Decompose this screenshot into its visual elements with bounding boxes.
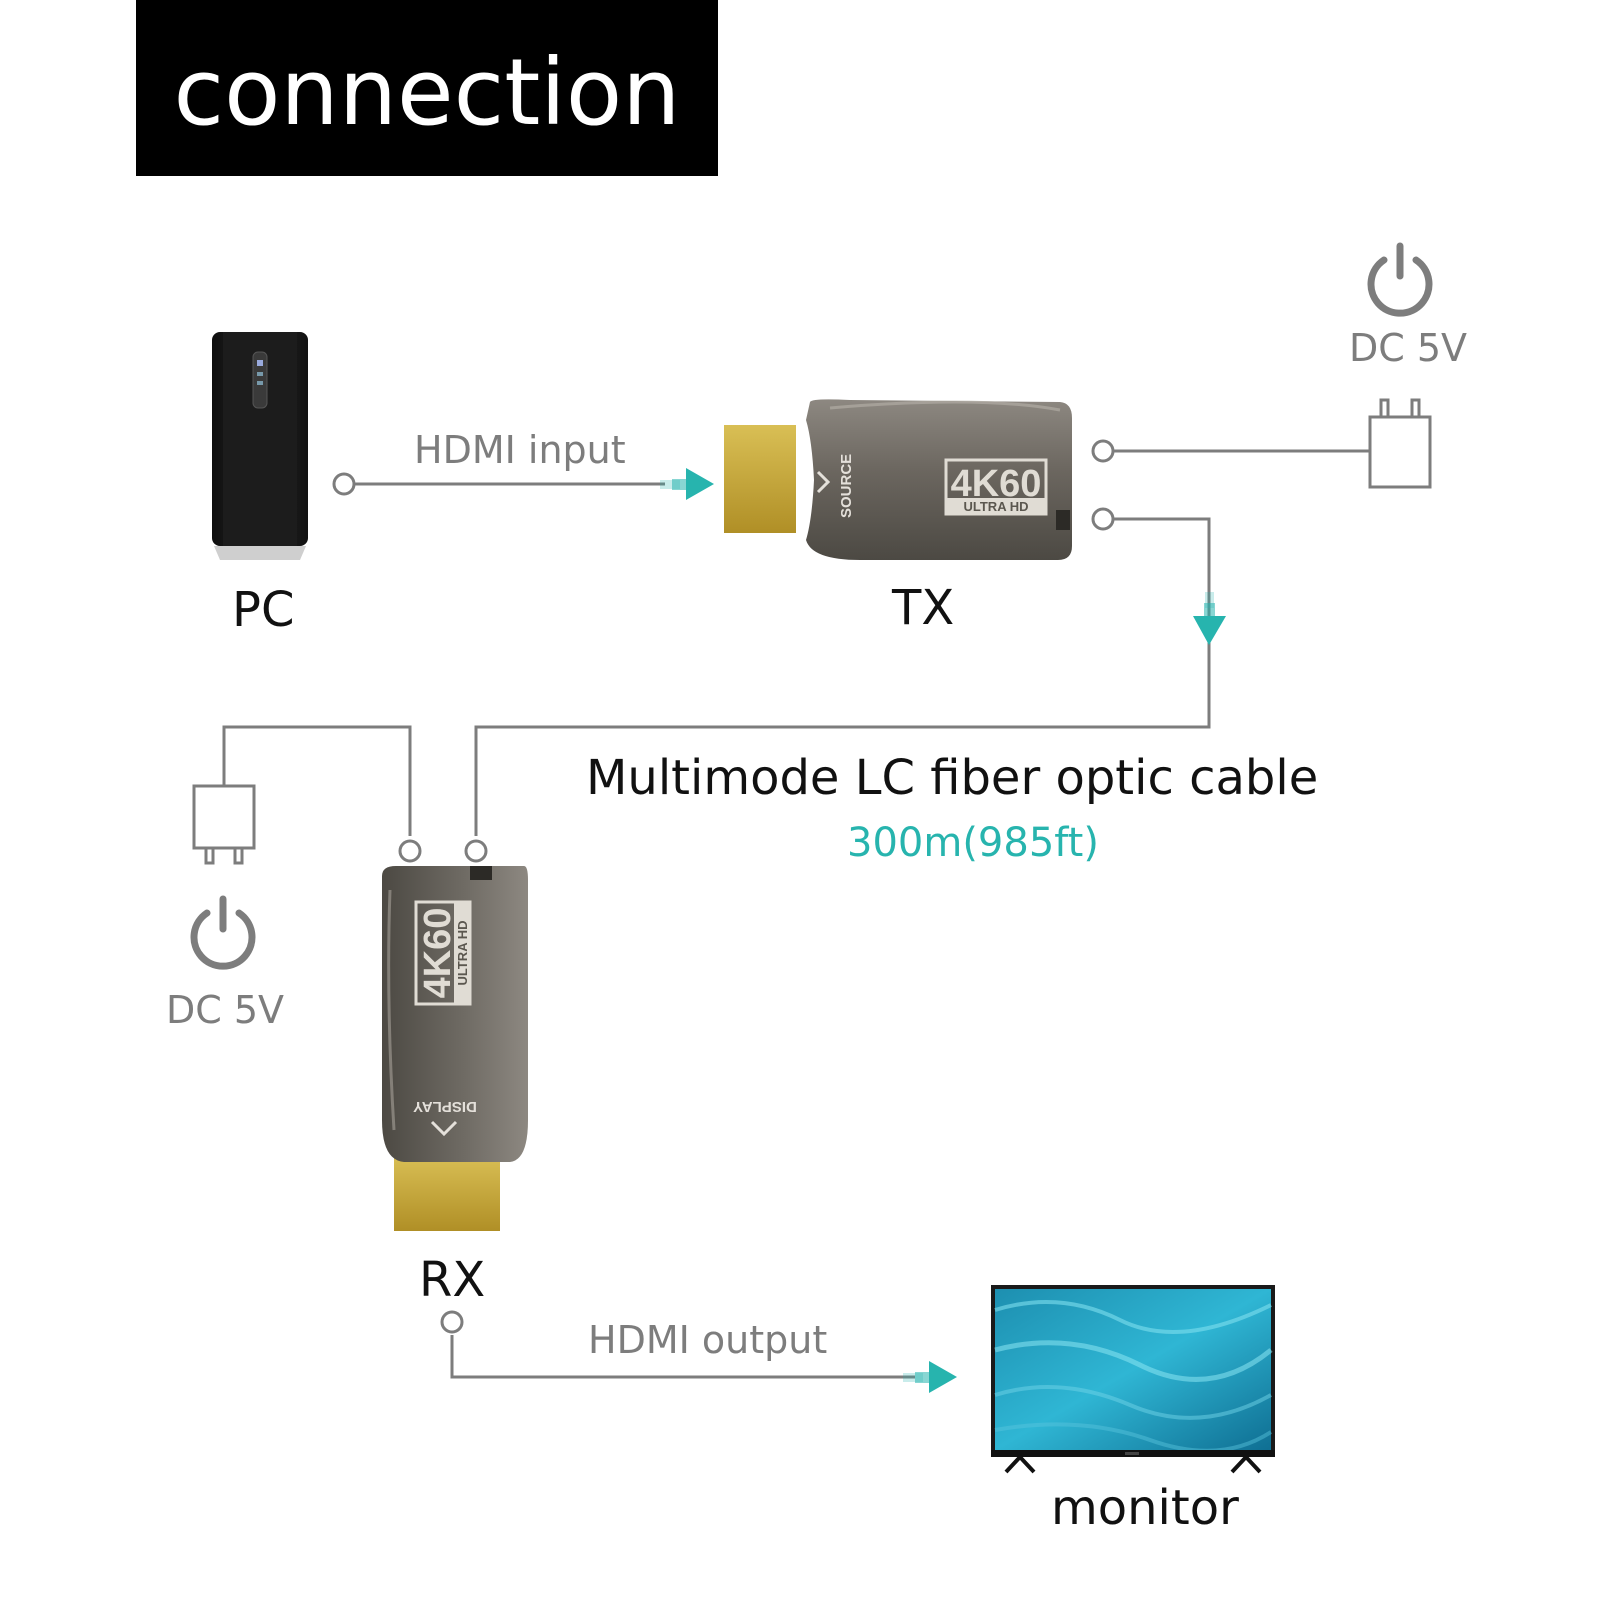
tx-label: TX [892,580,955,636]
rx-badge-sub: ULTRA HD [455,921,470,986]
rx-label: RX [419,1252,486,1308]
tx-device-image [724,399,1072,560]
pc-port-ring [332,472,356,496]
rx-power-icon [190,895,256,970]
hdmi-input-label: HDMI input [414,428,626,472]
rx-device-image [382,866,528,1231]
hdmi-output-line [450,1335,915,1379]
tx-power-plug-icon [1368,398,1432,489]
header-banner: connection [136,0,718,176]
page-title: connection [173,39,681,146]
monitor-label: monitor [1051,1480,1239,1536]
rx-hdmi-ring [440,1310,464,1334]
hdmi-output-arrow [903,1361,957,1393]
tx-port-label: SOURCE [838,454,855,518]
pc-label: PC [232,582,295,638]
tx-dc-label: DC 5V [1349,326,1468,370]
rx-power-line [222,725,412,836]
tx-badge-main: 4K60 [951,463,1042,505]
tx-fiber-ring [1091,507,1115,531]
monitor-image [991,1285,1275,1474]
tx-badge-sub: ULTRA HD [964,499,1029,514]
fiber-cable-line [474,517,1211,836]
rx-dc-label: DC 5V [166,988,285,1032]
rx-fiber-ring [464,839,488,863]
rx-power-ring [398,839,422,863]
fiber-cable-label: Multimode LC fiber optic cable [586,750,1319,806]
rx-power-plug-icon [192,784,256,865]
rx-badge-main: 4K60 [417,908,459,999]
tx-power-icon [1367,242,1433,317]
hdmi-input-arrow [660,468,714,500]
fiber-length-label: 300m(985ft) [847,820,1099,866]
fiber-down-arrow [1193,592,1226,645]
hdmi-output-label: HDMI output [588,1318,828,1362]
tx-power-ring [1091,439,1115,463]
rx-port-label: DISPLAY [413,1098,477,1115]
pc-image [212,332,308,560]
